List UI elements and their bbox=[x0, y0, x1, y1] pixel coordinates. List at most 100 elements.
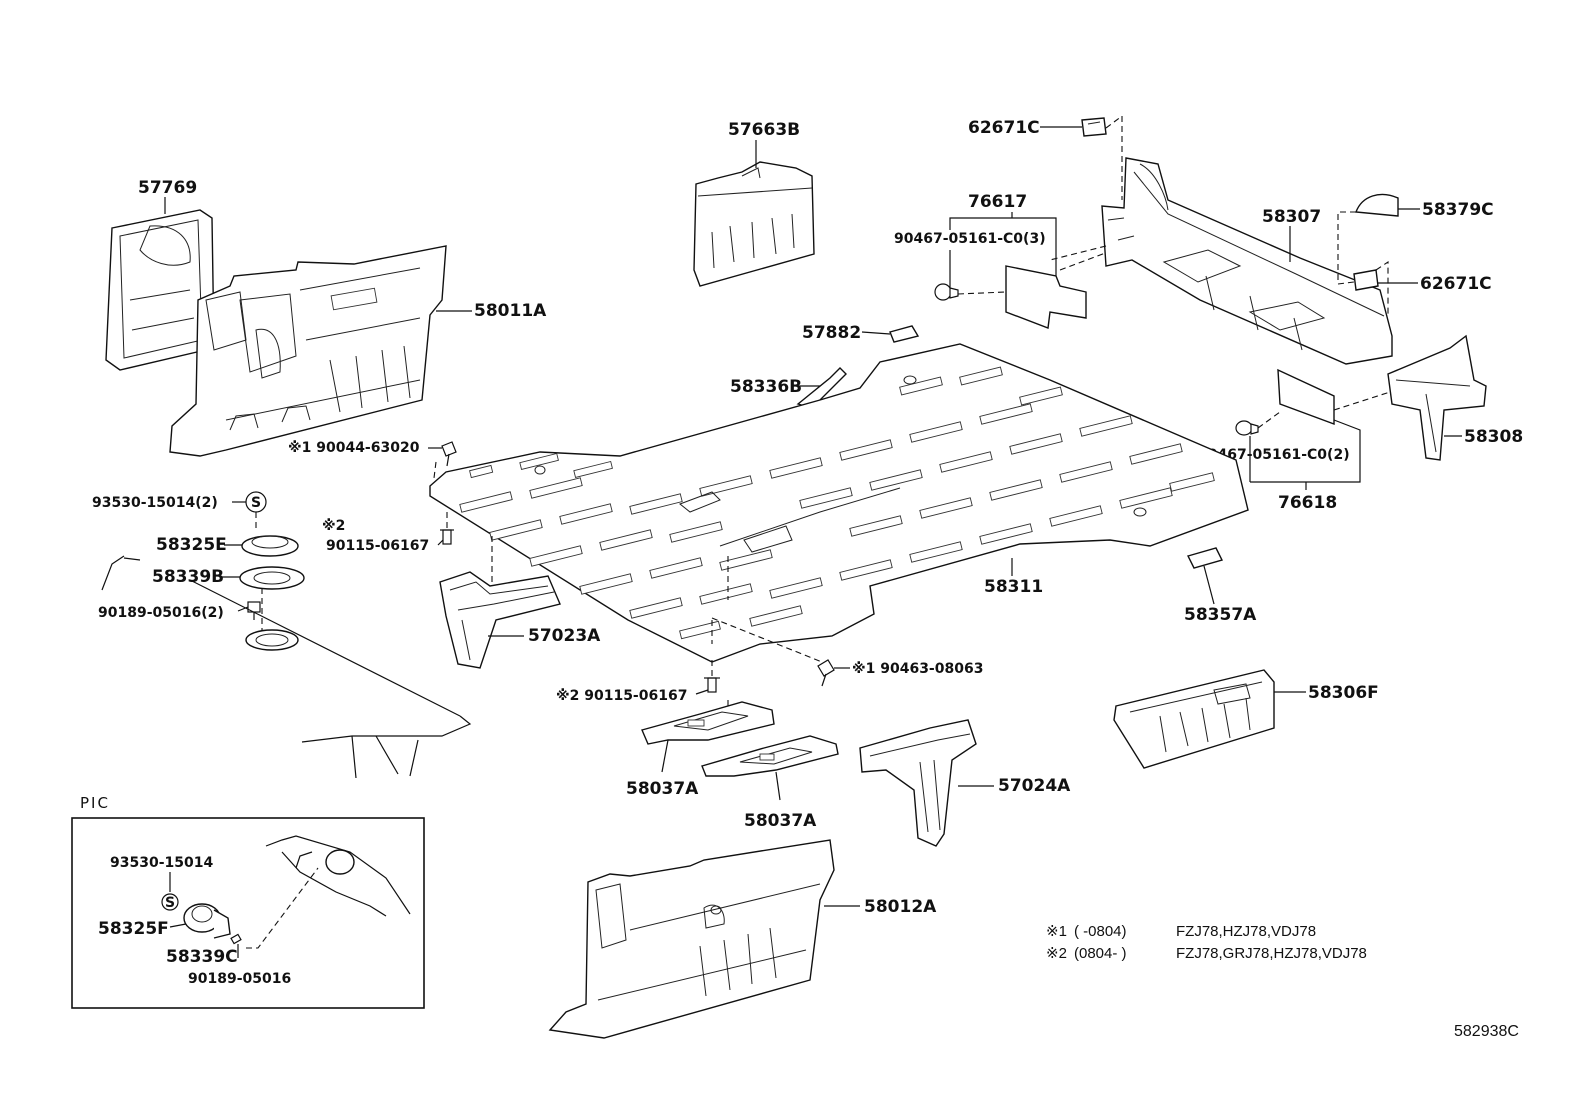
leader-57882 bbox=[861, 331, 891, 335]
label-58311: 58311 bbox=[984, 577, 1043, 597]
label-57769: 57769 bbox=[138, 178, 197, 198]
label-62671C-right: 62671C bbox=[1420, 274, 1492, 294]
s-symbol: S bbox=[251, 495, 261, 511]
pic-label-58339C: 58339C bbox=[166, 947, 238, 967]
bolt-90189-05016 bbox=[247, 601, 261, 620]
part-58311-drawing bbox=[429, 343, 1249, 663]
clip-90463-08063 bbox=[817, 659, 835, 687]
leader-58357A bbox=[1203, 565, 1215, 605]
leader-90115-a bbox=[437, 539, 444, 546]
label-76618: 76618 bbox=[1278, 493, 1337, 513]
leader-90115-b bbox=[695, 689, 709, 695]
label-57024A: 57024A bbox=[998, 776, 1071, 796]
pic-label-90189: 90189-05016 bbox=[188, 971, 291, 987]
part-58357A-drawing bbox=[1186, 547, 1224, 569]
applicability-notes: ※1 ( -0804) FZJ78,HZJ78,VDJ78 ※2 (0804- … bbox=[1046, 923, 1367, 962]
dash-62671C-right bbox=[1375, 260, 1389, 316]
part-58325E-drawing bbox=[241, 535, 299, 557]
label-90115-b: ※2 90115-06167 bbox=[556, 688, 687, 704]
label-62671C-top: 62671C bbox=[968, 118, 1040, 138]
part-58307-drawing bbox=[1101, 157, 1393, 365]
bolt-90467-2 bbox=[1235, 420, 1259, 436]
note-2-models: FZJ78,GRJ78,HZJ78,VDJ78 bbox=[1176, 945, 1367, 962]
pic-title: PIC bbox=[80, 794, 110, 812]
part-76618-pad-drawing bbox=[1277, 368, 1335, 426]
pic-frame bbox=[71, 817, 425, 1009]
bolt-90115-a bbox=[440, 529, 454, 545]
label-58339B: 58339B bbox=[152, 567, 224, 587]
body-edge-left bbox=[101, 555, 125, 591]
part-58011A-drawing bbox=[169, 245, 447, 457]
part-58037A-1-drawing bbox=[641, 701, 775, 745]
clip-90044-63020 bbox=[441, 441, 457, 467]
pic-bolt-90189 bbox=[230, 933, 242, 945]
part-62671C-right-drawing bbox=[1353, 269, 1379, 291]
label-58336B: 58336B bbox=[730, 377, 802, 397]
pic-label-93530: 93530-15014 bbox=[110, 855, 213, 871]
label-58357A: 58357A bbox=[1184, 605, 1257, 625]
part-57023A-drawing bbox=[439, 571, 561, 669]
note-1-models: FZJ78,HZJ78,VDJ78 bbox=[1176, 923, 1316, 940]
label-58308: 58308 bbox=[1464, 427, 1523, 447]
part-58339B-drawing bbox=[239, 566, 305, 590]
label-58306F: 58306F bbox=[1308, 683, 1379, 703]
label-58012A: 58012A bbox=[864, 897, 937, 917]
label-90044-63020: ※1 90044-63020 bbox=[288, 440, 420, 456]
pic-s-mark bbox=[161, 893, 179, 911]
pic-s-symbol: S bbox=[165, 895, 175, 911]
label-90115-a: 90115-06167 bbox=[326, 538, 429, 554]
bracket-76617 bbox=[949, 217, 1057, 276]
bracket-76618 bbox=[1250, 419, 1361, 483]
part-62671C-top-drawing bbox=[1081, 117, 1107, 137]
dash-62671C-top bbox=[1105, 114, 1123, 200]
part-58379C-drawing bbox=[1355, 193, 1399, 217]
part-58012A-drawing bbox=[548, 839, 835, 1039]
label-90467-3: 90467-05161-C0(3) bbox=[894, 231, 1046, 247]
dash-90115-a bbox=[446, 512, 493, 586]
diagram-code: 582938C bbox=[1454, 1023, 1519, 1040]
floor-hole-outline bbox=[245, 629, 299, 651]
pic-leader-58325F bbox=[169, 923, 187, 928]
dash-76617 bbox=[957, 251, 1109, 295]
dash-58307-to-76617 bbox=[1049, 245, 1107, 261]
label-58037A-2: 58037A bbox=[744, 811, 817, 831]
part-58306F-drawing bbox=[1113, 669, 1275, 769]
pic-inset: PIC 93530-15014 S 58325F 58339C 90189-05… bbox=[71, 794, 425, 1009]
dash-58379C bbox=[1337, 211, 1356, 284]
part-57663B-drawing bbox=[693, 161, 815, 287]
label-58379C: 58379C bbox=[1422, 200, 1494, 220]
part-76617-pad-drawing bbox=[1005, 265, 1087, 329]
label-90115-a-mark: ※2 bbox=[322, 518, 345, 534]
part-58308-drawing bbox=[1387, 334, 1487, 461]
leader-58037A-2 bbox=[775, 771, 781, 801]
note-1-mark: ※1 bbox=[1046, 923, 1067, 940]
label-90467-2: 90467-05161-C0(2) bbox=[1198, 447, 1350, 463]
dash-58379C-to-clip bbox=[1337, 281, 1355, 285]
note-2-mark: ※2 bbox=[1046, 945, 1067, 962]
label-76617: 76617 bbox=[968, 192, 1027, 212]
dash-90044 bbox=[433, 461, 437, 479]
body-side-line bbox=[123, 557, 461, 717]
label-93530-2: 93530-15014(2) bbox=[92, 495, 218, 511]
pic-label-58325F: 58325F bbox=[98, 919, 169, 939]
leader-90189 bbox=[237, 606, 249, 612]
label-57663B: 57663B bbox=[728, 120, 800, 140]
label-58307: 58307 bbox=[1262, 207, 1321, 227]
label-58011A: 58011A bbox=[474, 301, 547, 321]
body-floor-edge bbox=[301, 715, 472, 743]
note-2-range: (0804- ) bbox=[1074, 945, 1127, 962]
pic-part-58325F-drawing bbox=[183, 903, 231, 939]
label-58325E: 58325E bbox=[156, 535, 227, 555]
label-57882: 57882 bbox=[802, 323, 861, 343]
label-58037A-1: 58037A bbox=[626, 779, 699, 799]
label-90463-08063: ※1 90463-08063 bbox=[852, 661, 983, 677]
label-57023A: 57023A bbox=[528, 626, 601, 646]
part-57882-drawing bbox=[889, 325, 920, 343]
note-1-range: ( -0804) bbox=[1074, 923, 1127, 940]
dash-76618 bbox=[1257, 391, 1391, 429]
body-floor-legs bbox=[351, 735, 419, 779]
bolt-90115-b bbox=[704, 677, 720, 693]
leader-58037A-1 bbox=[661, 739, 669, 773]
pic-body-section bbox=[265, 835, 411, 917]
